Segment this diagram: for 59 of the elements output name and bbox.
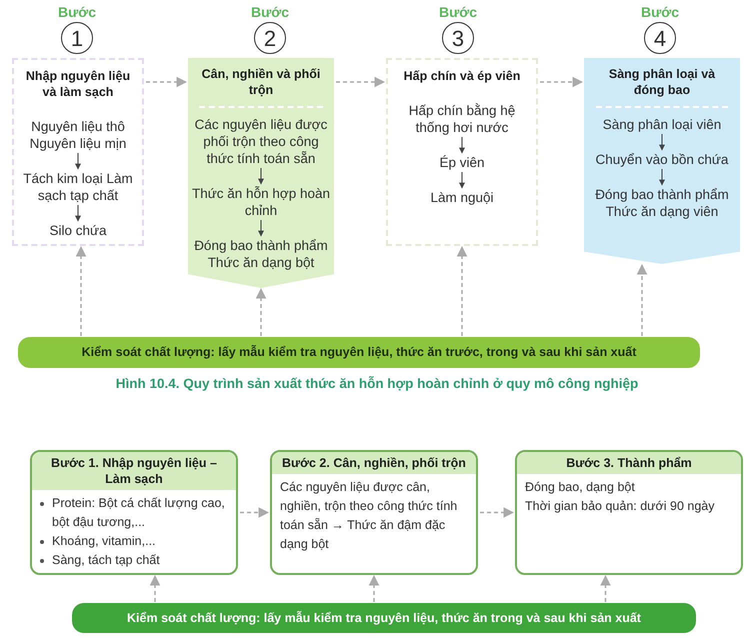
- arrow: [480, 507, 514, 518]
- arrow: [456, 246, 468, 336]
- step-item: Silo chứa: [45, 222, 111, 239]
- step-item: Các nguyên liệu được phối trộn theo công thức tính toán sẵn: [188, 116, 334, 167]
- step-item: Nguyên liệu thô Nguyên liệu mịn: [14, 118, 142, 152]
- step-item: Chuyển vào bồn chứa: [592, 151, 732, 168]
- arrow: [75, 204, 81, 222]
- card-text: Đóng bao, dạng bột: [525, 479, 636, 496]
- arrow: [256, 288, 266, 336]
- panel-heading: Sàng phân loại và đóng bao: [608, 66, 716, 98]
- step-label: Bước: [439, 4, 477, 20]
- arrow: [540, 76, 584, 88]
- step-item: Làm nguội: [426, 189, 498, 206]
- step-item: Ép viên: [435, 154, 489, 171]
- arrow: [600, 574, 611, 602]
- card-text: Thời gian bảo quản: dưới 90 ngày: [525, 498, 716, 515]
- step-panel: [584, 58, 740, 264]
- step-label: Bước: [641, 4, 679, 20]
- figure-caption: Hình 10.4. Quy trình sản xuất thức ăn hỗn hợp hoàn chỉnh ở quy mô công nghiệp: [114, 375, 640, 393]
- card-text: Các nguyên liệu được cân, nghiền, trộn theo công thức tính toán sẵn → Thức ăn đậm đặc dạng bột: [280, 479, 458, 553]
- quality-control-bar: Kiểm soát chất lượng: lấy mẫu kiểm tra nguyên liệu, thức ăn trước, trong và sau khi sản xuất: [18, 337, 700, 368]
- arrow: [659, 168, 665, 186]
- step-item: Đóng bao thành phẩm Thức ăn dạng bột: [188, 237, 334, 271]
- card-header: Bước 1. Nhập nguyên liệu – Làm sạch: [32, 452, 236, 490]
- bullet-item: Sàng, tách tạp chất: [40, 551, 228, 570]
- bullet-item: Protein: Bột cá chất lượng cao, bột đậu tương,...: [40, 494, 228, 532]
- step-label: Bước: [58, 4, 96, 20]
- card-header: Bước 3. Thành phẩm: [517, 452, 741, 474]
- arrow: [258, 168, 264, 185]
- step-item: Sàng phân loại viên: [598, 116, 726, 133]
- step-card: [270, 450, 478, 575]
- step-item: Thức ăn hỗn hợp hoàn chỉnh: [188, 185, 334, 219]
- panel-heading: Cân, nghiền và phối trộn: [200, 66, 322, 98]
- step-label: Bước: [251, 4, 289, 20]
- arrow: [459, 172, 465, 189]
- arrow: [240, 507, 270, 518]
- arrow: [368, 574, 380, 602]
- arrow: [336, 76, 386, 88]
- step-panel: [386, 58, 538, 246]
- step-item: Đóng bao thành phẩm Thức ăn dạng viên: [584, 186, 740, 220]
- arrow: [459, 136, 465, 154]
- arrow: [659, 134, 665, 151]
- step-panel: [188, 58, 334, 288]
- step-item: Hấp chín bằng hệ thống hơi nước: [388, 102, 536, 136]
- arrow: [150, 574, 160, 602]
- quality-control-bar: Kiểm soát chất lượng: lấy mẫu kiểm tra nguyên liệu, thức ăn trong và sau khi sản xuất: [72, 603, 696, 633]
- bullet-item: Khoáng, vitamin,...: [40, 532, 228, 551]
- arrow: [75, 152, 81, 170]
- card-header: Bước 2. Cân, nghiền, phối trộn: [272, 452, 476, 474]
- arrow: [636, 264, 648, 336]
- arrow: [258, 220, 264, 237]
- step-panel: [12, 58, 144, 246]
- step-card: [30, 450, 238, 575]
- arrow: [76, 246, 86, 336]
- step-item: Tách kim loại Làm sạch tạp chất: [14, 170, 142, 204]
- panel-heading: Hấp chín và ép viên: [402, 68, 522, 84]
- arrow: [146, 76, 188, 88]
- panel-heading: Nhập nguyên liệu và làm sạch: [24, 68, 132, 100]
- step-card: [515, 450, 743, 575]
